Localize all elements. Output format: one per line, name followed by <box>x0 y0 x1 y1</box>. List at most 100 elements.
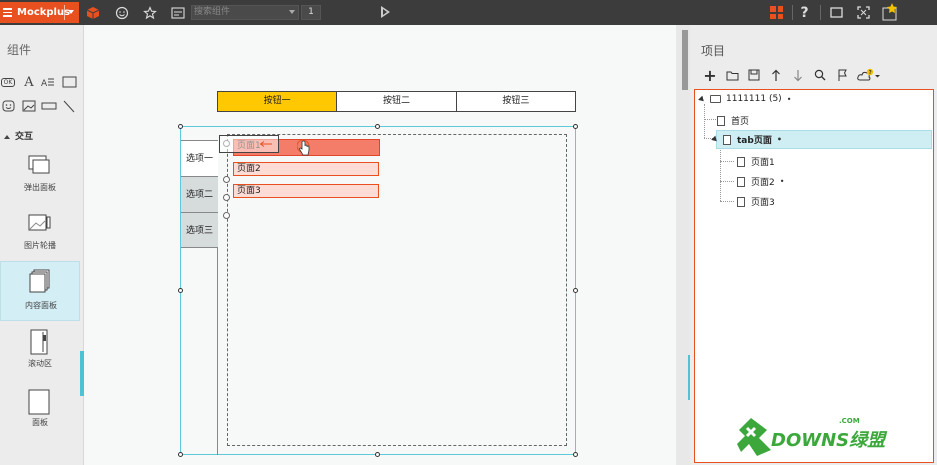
menu-icon <box>3 8 17 17</box>
resize-handle[interactable] <box>178 124 183 129</box>
component-search-input[interactable]: 搜索组件 <box>191 5 299 20</box>
input-component-icon[interactable] <box>41 100 57 112</box>
widget-image-carousel[interactable]: 图片轮播 <box>0 206 80 264</box>
page-icon <box>723 134 731 145</box>
link-handle[interactable] <box>223 212 230 219</box>
button-component-icon[interactable]: OK <box>1 78 15 87</box>
star-icon[interactable] <box>141 4 158 21</box>
tree-item-page3[interactable]: 页面3 <box>737 195 775 208</box>
drag-ghost <box>219 135 279 153</box>
button-group: 按钮一 按钮二 按钮三 <box>217 91 576 112</box>
button-one[interactable]: 按钮一 <box>218 92 338 111</box>
tab-option-one[interactable]: 选项一 <box>181 140 218 176</box>
watermark-brand: DOWNS绿盟 <box>771 430 888 451</box>
resize-handle[interactable] <box>178 452 183 457</box>
project-title: 项目 <box>701 44 726 58</box>
component-sidebar: 组件 OK A A 交互 弹出面板 图片轮播 内容面板 <box>0 25 84 465</box>
widget-label: 弹出面板 <box>24 183 56 192</box>
widget-content-panel[interactable]: 内容面板 <box>0 261 80 321</box>
add-icon[interactable]: + <box>703 65 717 85</box>
cube-icon[interactable] <box>84 4 101 21</box>
carousel-icon <box>28 213 51 233</box>
arrow-left-icon <box>259 141 272 147</box>
resize-handle[interactable] <box>573 288 578 293</box>
page-icon <box>737 196 745 207</box>
grid-layout-icon[interactable] <box>770 6 783 19</box>
app-name: Mockplus <box>17 7 71 18</box>
scroll-thumb[interactable] <box>682 30 688 90</box>
tree-root[interactable]: 1111111 (5) • <box>698 94 791 104</box>
search-dropdown-icon[interactable] <box>289 10 295 14</box>
resize-handle[interactable] <box>178 288 183 293</box>
tree-item-page1[interactable]: 页面1 <box>737 155 775 168</box>
page-item-3[interactable]: 页面3 <box>233 184 379 198</box>
button-three[interactable]: 按钮三 <box>456 92 575 111</box>
fullscreen-icon[interactable] <box>855 4 872 21</box>
expand-icon[interactable] <box>711 135 719 144</box>
widget-scroll-area[interactable]: 滚动区 <box>0 322 80 380</box>
flag-icon[interactable] <box>835 68 849 82</box>
search-icon[interactable] <box>813 68 827 82</box>
widget-label: 图片轮播 <box>24 241 56 250</box>
window-icon[interactable] <box>828 4 845 21</box>
page-icon <box>717 115 725 126</box>
tab-column: 选项一 选项二 选项三 <box>181 140 218 455</box>
hand-cursor-icon <box>297 139 310 156</box>
resize-handle[interactable] <box>573 452 578 457</box>
paragraph-component-icon[interactable]: A <box>41 76 55 88</box>
emoji-icon[interactable] <box>113 4 130 21</box>
sidebar-title: 组件 <box>7 43 32 57</box>
tree-item-page2[interactable]: 页面2 • <box>737 175 784 188</box>
page-item-2[interactable]: 页面2 <box>233 162 379 176</box>
link-handle[interactable] <box>223 176 230 183</box>
svg-text:?: ? <box>869 70 872 76</box>
tab-option-three[interactable]: 选项三 <box>181 212 218 248</box>
tree-item-home[interactable]: 首页 <box>717 114 749 127</box>
resize-handle[interactable] <box>375 452 380 457</box>
scroll-area-icon <box>28 329 50 355</box>
canvas-scrollbar[interactable] <box>680 25 691 465</box>
save-icon[interactable] <box>747 68 761 82</box>
scroll-indicator <box>688 355 691 400</box>
text-component-icon[interactable]: A <box>24 74 34 90</box>
badge-star-icon[interactable] <box>880 2 900 22</box>
content-area[interactable] <box>227 134 567 446</box>
widget-label: 面板 <box>32 418 48 427</box>
page-icon <box>737 156 745 167</box>
line-component-icon[interactable] <box>62 100 76 112</box>
page-panel-icon[interactable] <box>169 4 186 21</box>
rectangle-component-icon[interactable] <box>61 76 77 88</box>
tab-option-two[interactable]: 选项二 <box>181 176 218 212</box>
preview-play-icon[interactable] <box>381 6 390 18</box>
watermark-com: .COM <box>839 417 860 425</box>
button-two[interactable]: 按钮二 <box>337 92 457 111</box>
help-icon[interactable]: ? <box>800 4 809 21</box>
resize-handle[interactable] <box>375 124 380 129</box>
emoji-component-icon[interactable] <box>1 100 15 112</box>
design-canvas[interactable]: 按钮一 按钮二 按钮三 选项一 选项二 选项三 页面1 页面2 页面3 <box>84 25 676 465</box>
sidebar-scroll-indicator[interactable] <box>80 351 84 396</box>
widget-popup-panel[interactable]: 弹出面板 <box>0 148 80 206</box>
image-component-icon[interactable] <box>22 100 36 112</box>
folder-icon <box>710 95 721 103</box>
chevron-down-icon[interactable] <box>68 10 74 14</box>
content-panel-icon <box>29 269 51 293</box>
svg-text:A: A <box>41 79 48 88</box>
widget-label: 内容面板 <box>25 301 57 310</box>
widget-panel[interactable]: 面板 <box>0 382 80 440</box>
link-handle[interactable] <box>223 194 230 201</box>
tree-item-tab-page[interactable]: tab页面 • <box>711 130 932 149</box>
expand-icon[interactable] <box>698 95 706 103</box>
cloud-sync-icon[interactable]: ? <box>857 68 881 82</box>
page-number-field[interactable]: 1 <box>301 5 321 20</box>
interaction-section-header[interactable]: 交互 <box>4 129 33 142</box>
folder-icon[interactable] <box>725 68 739 82</box>
app-menu-button[interactable]: Mockplus <box>0 2 79 23</box>
panel-icon <box>28 389 50 415</box>
resize-handle[interactable] <box>573 124 578 129</box>
watermark-logo: .COM DOWNS绿盟 <box>737 412 932 462</box>
top-toolbar: Mockplus 搜索组件 1 ? <box>0 0 937 25</box>
project-tree[interactable]: 1111111 (5) • 首页 tab页面 • 页面1 页面2 • 页面3 <box>694 89 934 463</box>
move-down-icon[interactable] <box>791 68 805 82</box>
move-up-icon[interactable] <box>769 68 783 82</box>
